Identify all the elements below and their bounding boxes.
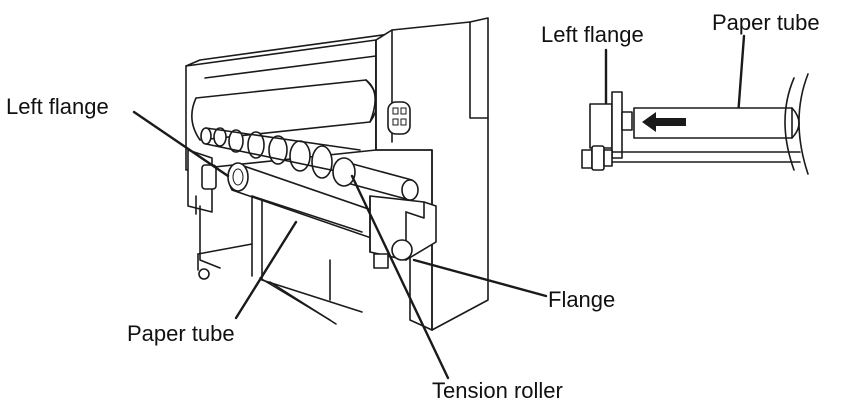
tension-roller-shape [332,157,419,201]
label-left-flange-inset: Left flange [541,22,644,47]
takeup-paper-tube-main [187,149,437,269]
label-paper-tube-inset: Paper tube [712,10,820,35]
inset-detail [581,73,809,175]
label-flange: Flange [548,287,616,312]
left-arrow-icon [642,112,686,132]
leader-lines [132,34,746,380]
label-tension-roller: Tension roller [432,378,563,403]
label-left-flange-main: Left flange [6,94,109,119]
printer-stand [197,195,363,325]
label-paper-tube-main: Paper tube [127,321,235,346]
